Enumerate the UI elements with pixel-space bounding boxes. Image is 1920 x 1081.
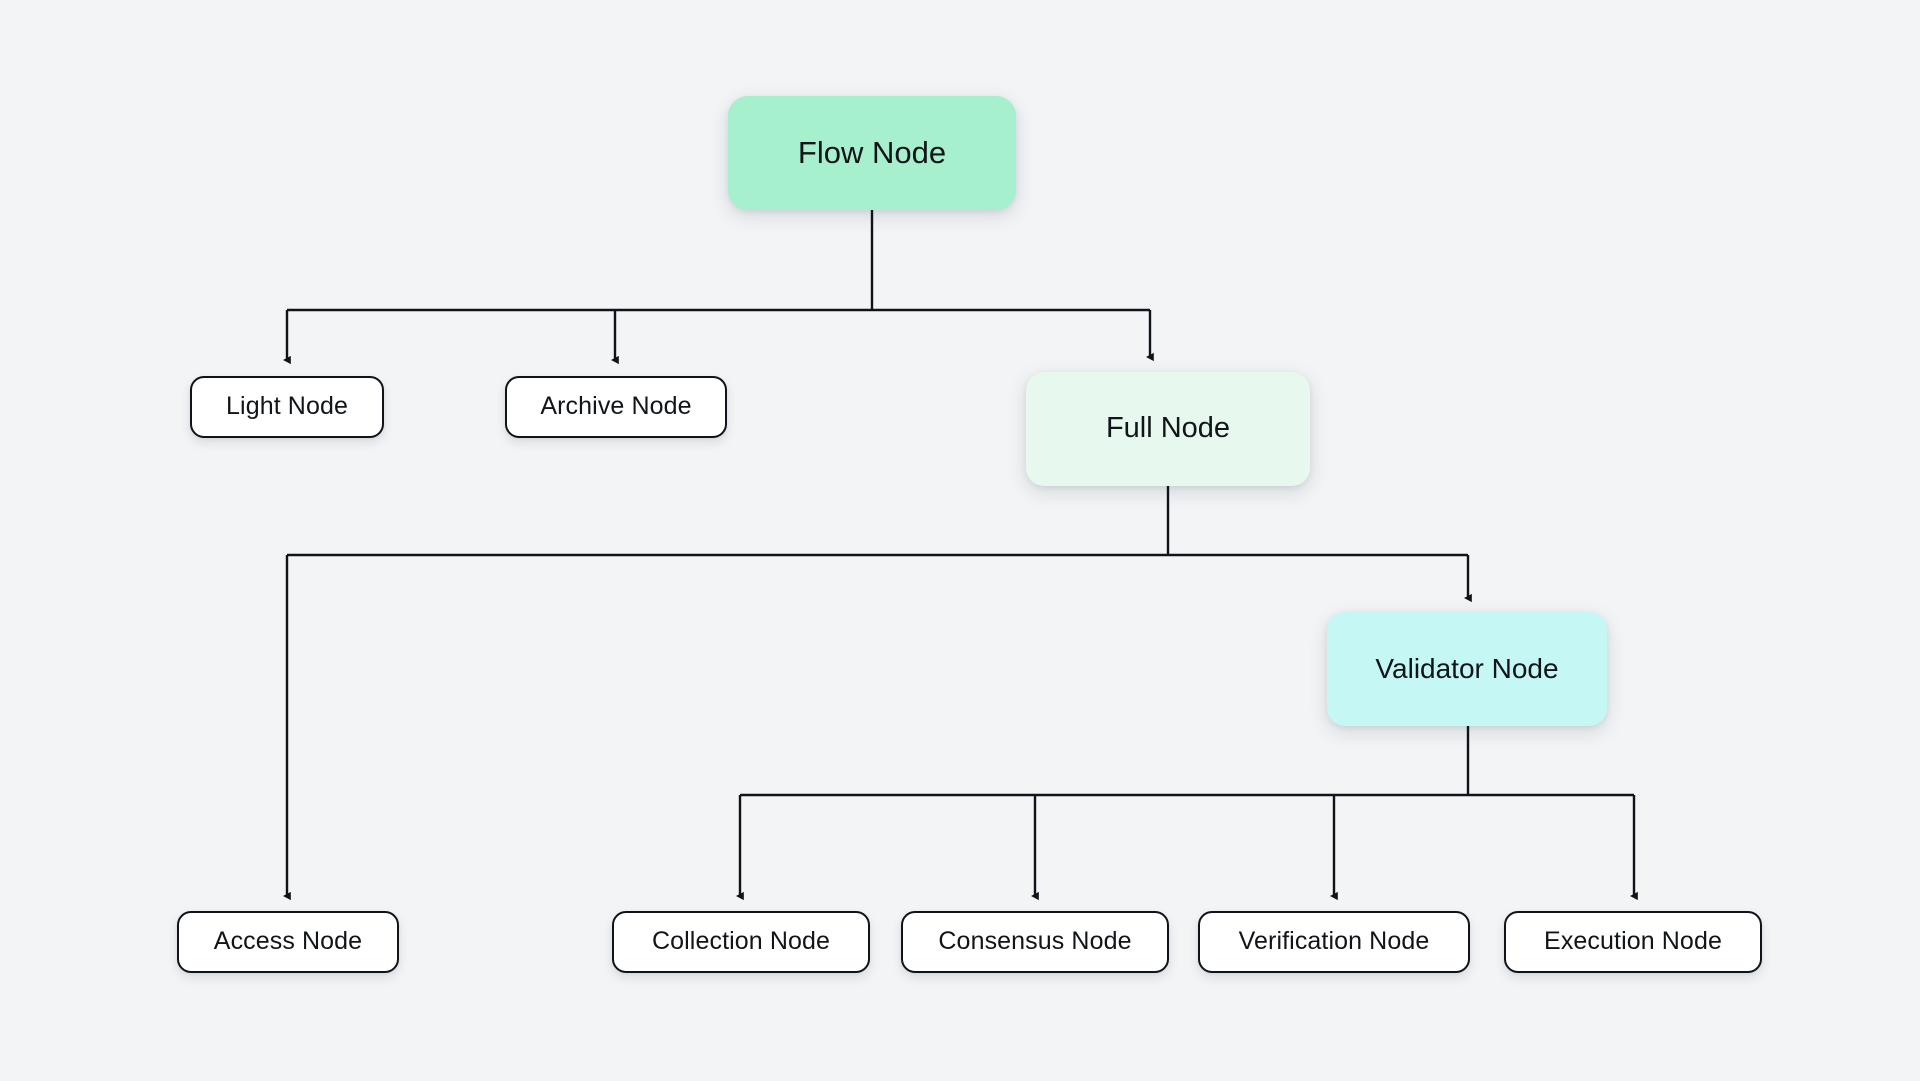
node-label-light-node: Light Node (226, 392, 348, 421)
node-label-validator-node: Validator Node (1375, 652, 1559, 684)
node-access-node[interactable]: Access Node (177, 911, 399, 973)
node-validator-node[interactable]: Validator Node (1327, 612, 1607, 726)
node-label-full-node: Full Node (1105, 412, 1231, 445)
node-verification-node[interactable]: Verification Node (1198, 911, 1470, 973)
node-label-access-node: Access Node (213, 927, 363, 956)
node-full-node[interactable]: Full Node (1026, 372, 1310, 486)
node-label-consensus-node: Consensus Node (938, 927, 1132, 956)
node-label-archive-node: Archive Node (540, 392, 692, 421)
node-archive-node[interactable]: Archive Node (505, 376, 727, 438)
node-consensus-node[interactable]: Consensus Node (901, 911, 1169, 973)
node-label-flow-node: Flow Node (797, 134, 947, 170)
node-label-verification-node: Verification Node (1238, 927, 1430, 956)
node-collection-node[interactable]: Collection Node (612, 911, 870, 973)
node-flow-node[interactable]: Flow Node (728, 96, 1016, 210)
node-execution-node[interactable]: Execution Node (1504, 911, 1762, 973)
node-light-node[interactable]: Light Node (190, 376, 384, 438)
node-label-execution-node: Execution Node (1544, 927, 1722, 956)
node-label-collection-node: Collection Node (652, 927, 830, 956)
